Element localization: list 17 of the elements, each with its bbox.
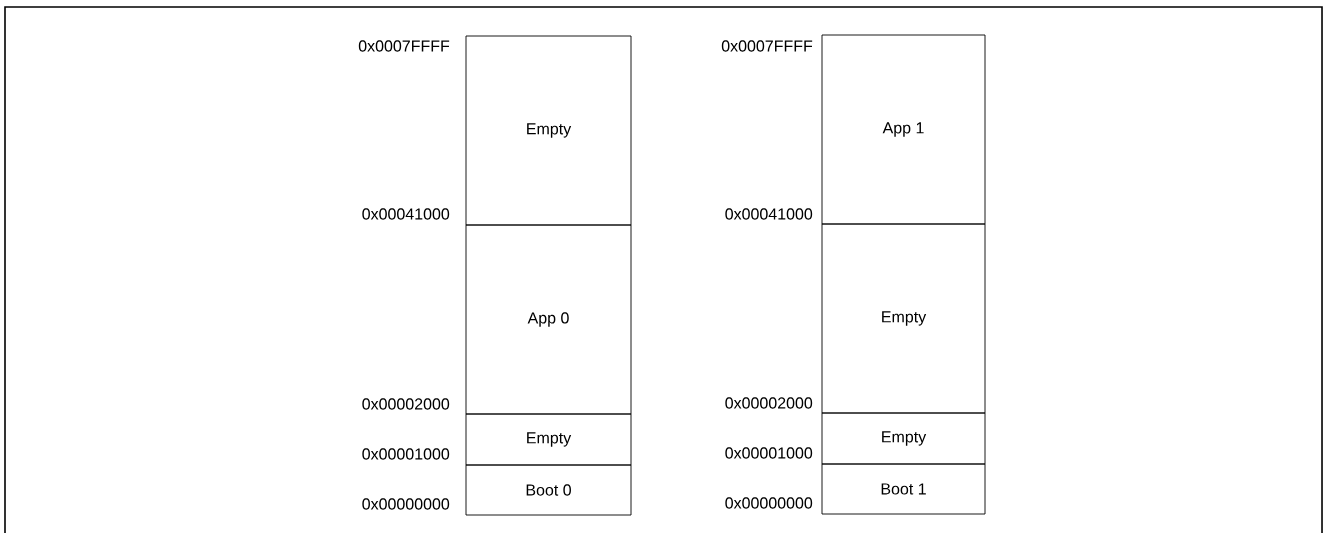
address-label: 0x00001000 <box>725 447 813 459</box>
address-label: 0x00002000 <box>725 397 813 409</box>
address-label: 0x00001000 <box>362 448 450 460</box>
address-label: 0x00041000 <box>362 208 450 220</box>
memory-region: Boot 0 <box>465 464 632 516</box>
memory-region: Empty <box>465 35 632 226</box>
memory-region: Empty <box>821 223 986 414</box>
memory-region: App 0 <box>465 224 632 415</box>
address-label: 0x00041000 <box>725 208 813 220</box>
memory-region: App 1 <box>821 34 986 225</box>
address-label: 0x00002000 <box>362 398 450 410</box>
memory-region: Empty <box>821 412 986 465</box>
address-label: 0x0007FFFF <box>358 40 450 52</box>
address-label: 0x00000000 <box>725 497 813 509</box>
address-label: 0x00000000 <box>362 498 450 510</box>
memory-region: Boot 1 <box>821 463 986 515</box>
memory-region: Empty <box>465 413 632 466</box>
